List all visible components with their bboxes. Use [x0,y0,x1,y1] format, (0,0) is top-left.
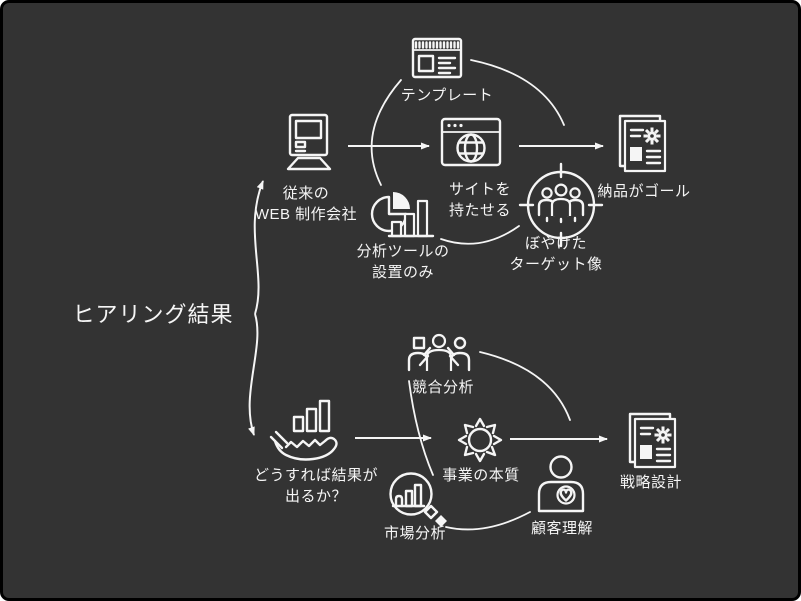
have-a-site-label-line1: サイトを [448,181,512,198]
arc-market-customer [445,511,531,531]
diagram-art [248,37,677,531]
competitor-analysis-label: 競合分析 [411,379,475,396]
document-gear-icon-delivery [618,114,667,173]
blurred-target-label-line2: ターゲット像 [509,256,603,274]
how-to-get-results-label-line1: どうすれば結果が [253,467,379,484]
traditional-company-label-line1: 従来の [282,185,330,202]
sun-icon [457,417,503,463]
arc-template-analytics [370,79,402,186]
arc-competitor-market [408,380,434,476]
pie-bar-chart-icon [370,192,435,238]
analysis-tools-label-line1: 分析ツールの [356,243,450,260]
traditional-company-label-line2: WEB 制作会社 [254,206,358,224]
business-essence-label: 事業の本質 [442,467,520,484]
blurred-target-label-line1: ぼやけた [524,235,588,252]
person-heart-icon [537,455,585,513]
have-a-site-label: サイトを 持たせる [449,179,511,222]
delivery-goal-label: 納品がゴール [597,183,691,200]
browser-globe-icon [440,117,502,167]
customer-understanding-label: 顧客理解 [530,520,594,537]
analysis-tools-label: 分析ツールの 設置のみ [356,241,449,284]
how-to-get-results-label-line2: 出るか？ [284,488,348,506]
arc-competitor-customer [479,351,571,421]
have-a-site-label-line2: 持たせる [448,202,512,220]
people-group-icon [407,333,471,372]
arc-analytics-target [440,225,520,245]
template-browser-icon [411,37,463,79]
traditional-company-label: 従来の WEB 制作会社 [255,183,357,226]
template-label: テンプレート [400,87,494,104]
target-people-icon [518,162,604,248]
analysis-tools-label-line2: 設置のみ [371,264,435,282]
arc-template-target [470,59,565,126]
magnifier-chart-icon [389,472,447,527]
market-analysis-label: 市場分析 [383,525,447,542]
document-gear-icon-strategy [628,412,677,469]
desktop-computer-icon [286,113,332,171]
hearing-results-label: ヒアリング結果 [72,302,234,327]
blurred-target-label: ぼやけた ターゲット像 [509,233,602,276]
hearing-brace-arrows [248,180,264,436]
how-to-get-results-label: どうすれば結果が 出るか？ [254,465,378,508]
hand-chart-icon [269,399,338,461]
strategy-design-label: 戦略設計 [619,474,683,491]
